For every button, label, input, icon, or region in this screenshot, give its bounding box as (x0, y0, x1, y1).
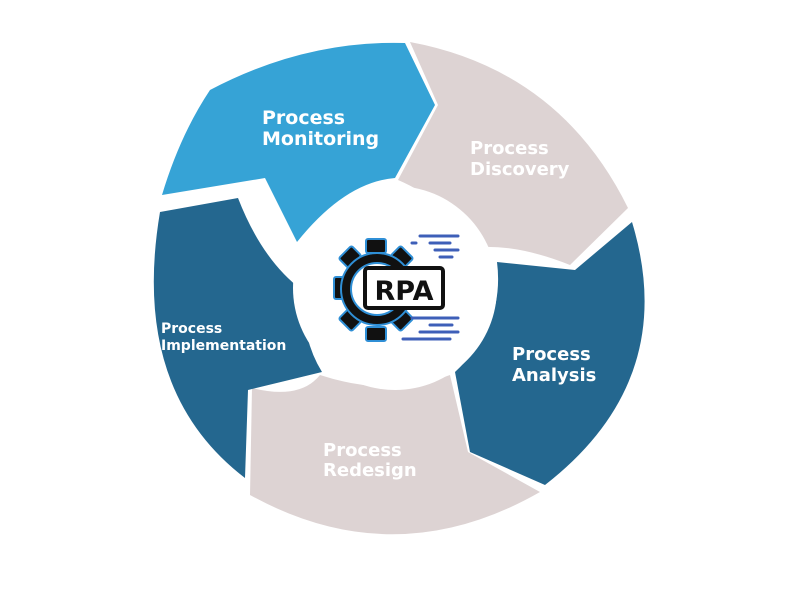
label-discovery-line1: Process (470, 138, 549, 159)
label-implementation: Process Implementation (161, 321, 286, 354)
segment-process-monitoring (162, 42, 435, 243)
label-implementation-line1: Process (161, 321, 222, 337)
label-redesign-line1: Process (323, 440, 402, 461)
label-analysis-line1: Process (512, 344, 591, 365)
accent-lines-top (410, 234, 460, 259)
label-monitoring-line2: Monitoring (262, 128, 379, 150)
label-monitoring: Process Monitoring (262, 107, 379, 150)
segment-process-redesign (250, 375, 540, 535)
label-discovery-line2: Discovery (470, 159, 570, 180)
label-implementation-line2: Implementation (161, 338, 286, 354)
rpa-logo: RPA (333, 234, 460, 342)
label-analysis-line2: Analysis (512, 365, 596, 386)
label-analysis: Process Analysis (512, 344, 597, 386)
accent-lines-bottom (401, 316, 460, 341)
label-monitoring-line1: Process (262, 107, 345, 129)
label-discovery: Process Discovery (470, 138, 570, 180)
label-redesign: Process Redesign (323, 440, 417, 481)
rpa-logo-text: RPA (375, 276, 434, 307)
label-redesign-line2: Redesign (323, 460, 417, 481)
segment-process-implementation (153, 198, 322, 478)
segment-process-analysis (455, 222, 645, 485)
